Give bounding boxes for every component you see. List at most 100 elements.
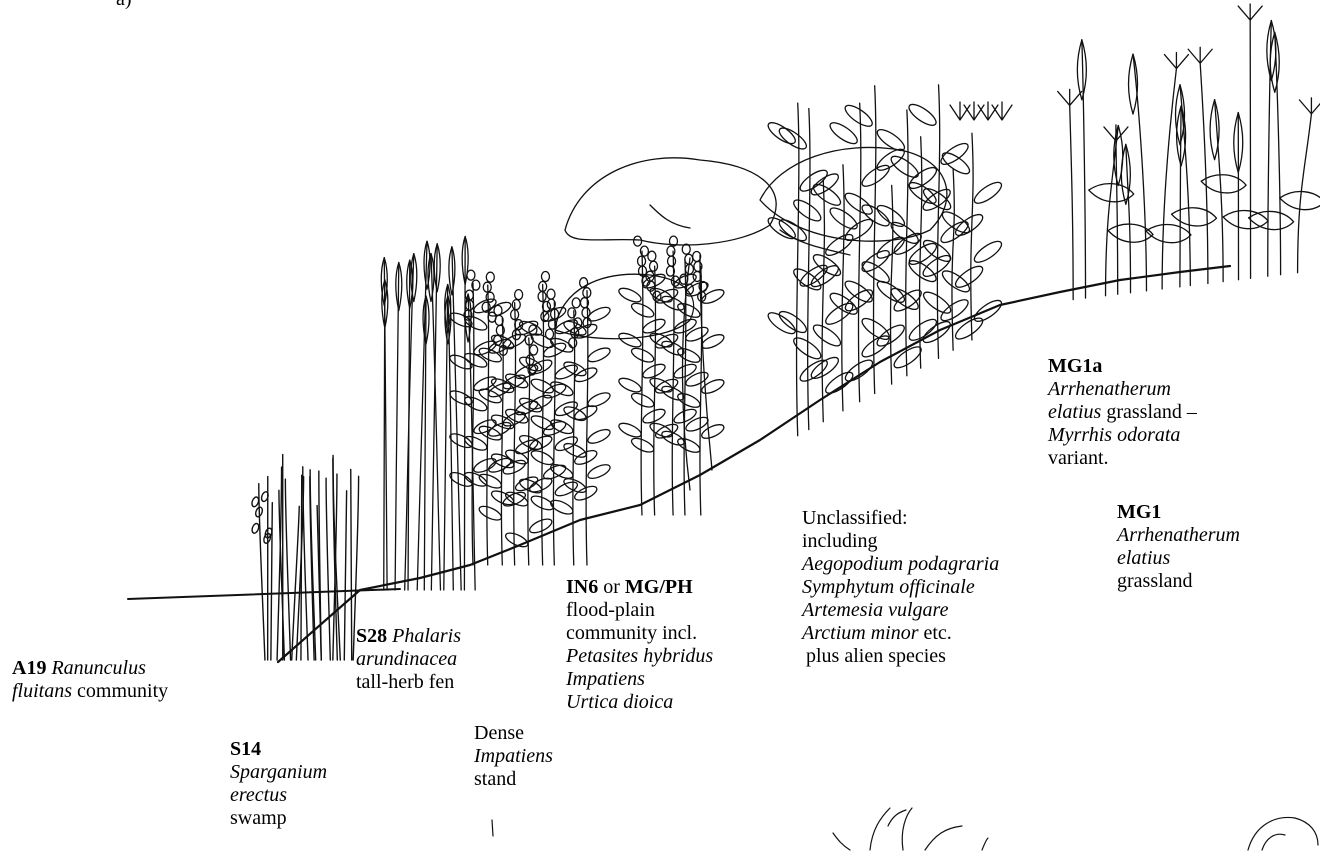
grass-culm — [1070, 105, 1073, 299]
impatiens-leaf — [700, 287, 726, 306]
herb-stem — [874, 86, 876, 394]
grassland-sketch — [1058, 4, 1320, 300]
impatiens-leaf — [700, 377, 726, 396]
impatiens-flower — [546, 329, 554, 339]
impatiens-flower — [648, 251, 656, 261]
species-ranunculus: Ranunculus — [51, 657, 145, 679]
impatiens-leaf — [684, 415, 710, 434]
impatiens-leaf — [700, 422, 726, 441]
species-impatiens: Impatiens — [566, 668, 713, 691]
unclassified-line7: plus alien species — [802, 645, 999, 668]
impatiens-stem — [542, 285, 544, 565]
in6-line3: community incl. — [566, 622, 713, 645]
herb-leaf — [776, 308, 809, 336]
herb-stem — [937, 85, 939, 358]
impatiens-leaf — [463, 314, 489, 333]
impatiens-leaf — [490, 488, 516, 507]
impatiens-leaf — [617, 330, 643, 349]
impatiens-stem — [514, 303, 516, 565]
impatiens-stem — [672, 251, 674, 515]
unclassified-line1: Unclassified: — [802, 507, 999, 530]
impatiens-leaf — [528, 357, 554, 376]
fern-leaf — [1172, 208, 1217, 226]
herb-leaf — [797, 262, 830, 290]
impatiens-leaf — [549, 379, 575, 398]
phalaris-stem — [408, 260, 410, 590]
species-arctium: Arctium minor — [802, 622, 918, 644]
herb-leaf — [859, 258, 892, 286]
herb-leaf — [810, 321, 843, 349]
code-a19: A19 — [12, 657, 46, 679]
phalaris-stem — [395, 263, 399, 590]
impatiens-leaf — [676, 346, 702, 365]
label-a19: A19 Ranunculus fluitans community — [12, 657, 168, 703]
label-mg1a: MG1a Arrhenatherum elatius grassland – M… — [1048, 355, 1197, 470]
impatiens-flower — [467, 270, 475, 280]
reed-stem — [351, 469, 352, 660]
impatiens-flower — [634, 236, 642, 246]
impatiens-leaf — [490, 451, 516, 470]
impatiens-leaf — [463, 434, 489, 453]
impatiens-flower — [582, 308, 590, 318]
impatiens-leaf — [553, 362, 579, 381]
impatiens-flower — [569, 338, 577, 348]
herb-leaf — [953, 211, 986, 239]
impatiens-leaf — [648, 421, 674, 440]
impatiens-leaf — [684, 325, 710, 344]
species-symphytum: Symphytum officinale — [802, 576, 999, 599]
reed-stem — [301, 475, 302, 660]
impatiens-flower — [512, 300, 520, 310]
species-erectus: erectus — [230, 784, 327, 807]
species-arrhenatherum: Arrhenatherum — [1117, 524, 1240, 547]
species-phalaris: Phalaris — [392, 625, 461, 647]
species-arundinacea: arundinacea — [356, 648, 461, 671]
impatiens-flower — [538, 292, 546, 302]
herb-leaf — [971, 179, 1004, 207]
herb-leaf — [888, 153, 921, 181]
umbel-head — [1188, 47, 1212, 63]
impatiens-leaf — [562, 476, 588, 495]
herb-stem — [808, 109, 810, 430]
umbel — [950, 102, 970, 120]
impatiens-leaf — [617, 420, 643, 439]
impatiens-leaf — [630, 436, 656, 455]
impatiens-stem — [641, 251, 643, 515]
code-mg1a: MG1a — [1048, 355, 1197, 378]
species-arrhenatherum-a: Arrhenatherum — [1048, 378, 1197, 401]
impatiens-leaf — [676, 391, 702, 410]
umbel-head — [1299, 98, 1320, 114]
impatiens-leaf — [518, 354, 544, 373]
impatiens-leaf — [586, 345, 612, 364]
species-impatiens-dense: Impatiens — [474, 745, 553, 768]
impatiens-leaf — [630, 391, 656, 410]
mg1a-variant: variant. — [1048, 447, 1197, 470]
phalaris-stem — [452, 247, 461, 590]
impatiens-leaf — [700, 332, 726, 351]
reed-stem — [303, 467, 308, 660]
tall-herb-sketch — [765, 85, 1012, 436]
herb-leaf — [827, 119, 860, 147]
herb-leaf — [906, 101, 939, 129]
herb-leaf — [971, 238, 1004, 266]
mg1-grassland: grassland — [1117, 570, 1240, 593]
grass-culm — [1133, 54, 1146, 291]
umbel-head — [1058, 89, 1082, 105]
impatiens-flower — [568, 308, 576, 318]
impatiens-leaf — [549, 498, 575, 517]
impatiens-flower — [547, 289, 555, 299]
species-artemesia: Artemesia vulgare — [802, 599, 999, 622]
impatiens-leaf — [463, 394, 489, 413]
phalaris-stem — [464, 236, 465, 590]
impatiens-flower — [494, 305, 502, 315]
impatiens-leaf — [617, 285, 643, 304]
impatiens-flower — [668, 256, 676, 266]
impatiens-flower — [572, 298, 580, 308]
panel-letter: a) — [116, 0, 132, 11]
fern-leaf — [1249, 211, 1294, 229]
impatiens-leaf — [562, 404, 588, 423]
herb-leaf — [906, 179, 939, 207]
fern-leaf — [1201, 175, 1246, 193]
umbel-head — [1238, 4, 1262, 20]
impatiens-leaf — [542, 462, 568, 481]
impatiens-flower — [486, 292, 494, 302]
